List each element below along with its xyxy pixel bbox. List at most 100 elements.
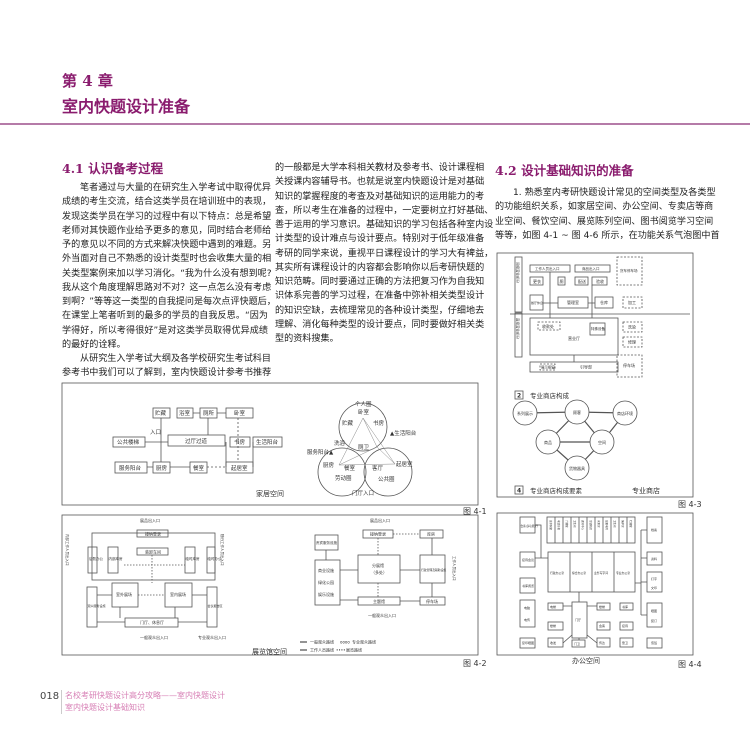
fig3-label: 配送 [578,278,586,284]
fig3-bubble: 货物器具 [569,465,585,471]
header-rule [0,123,750,125]
fig1-label: 书房 [234,438,246,446]
fig1-label: 起居室 [231,464,248,472]
fig2-label: 随行工作人员出入口 [220,534,225,566]
fig4-label: 锅炉房 [621,520,625,528]
body-text-line: 关授课内容辅导书。也就是说室内快题设计是对基础 [275,177,485,188]
fig1-label: 公共楼梯 [117,438,140,446]
fig1-label: 卧室 [234,409,246,417]
fig1-bubble-label: 餐室 [344,464,356,472]
legend-pro: 专业观众路线 [352,639,376,645]
fig4-label: 卫生间 [573,520,577,528]
fig1-label: 生活阳台 [256,438,279,446]
fig2-label: 接纳登录 [145,531,161,537]
figure-4-2-frame [61,514,479,656]
fig4-label: 电传 [524,617,530,622]
fig3-label: 工作人员出入口 [535,266,560,271]
fig3-sub-label: 专业商店构成要素 [530,486,583,495]
body-text-line: 老师对其快题作业给予更多的意见，同时结合老师给 [62,225,272,236]
figure-caption-4-1: 图 4-1 [463,507,487,516]
fig3-label: 货车停车场 [620,268,638,273]
body-text-line: 发现这类学员在学习的过程中有以下特点：总是希望 [62,211,272,222]
legend-pro-marker: oooo [340,640,350,645]
fig4-label: 贮藏室 [629,520,633,528]
fig3-label: 特殊设备 [591,326,605,331]
body-text-line: 学得好，所以考得很好”是对这类学员取得优异成绩 [62,325,268,336]
fig4-label: 晒图 [651,608,657,613]
fig3-label: 引导部 [580,364,592,370]
fig2-label: 绿化公园 [318,579,334,585]
fig4-label: 打字 [651,576,657,581]
fig4-label: 装订 [651,618,657,623]
fig4-label: 值班 [651,640,657,645]
fig3-label: 展示橱窗 [541,365,555,370]
fig4-label: 技术科室 [549,520,553,531]
figure-caption-4-2: 图 4-2 [463,659,487,668]
fig2-label: 装卸车间 [145,549,161,555]
fig4-label: 复印晒图 [522,640,534,645]
fig4-label: 电话总机 [557,520,561,531]
fig2-label: 临时库房 [186,556,200,561]
fig3-label: 洗染 [628,324,636,330]
fig2-label: 门厅、休息厅 [140,619,164,625]
fig3-bubble: 商店环境 [617,410,633,416]
fig4-label: 电脑 [524,605,530,610]
figure-4-1-frame [61,382,479,506]
body-column-2: 的一般都是大学本科相关教材及参考书、设计课程相关授课内容辅导书。也就是说室内快题… [275,161,494,346]
fig3-label: 餐厅休息 [531,300,543,305]
fig2-label: 工作人员出入口 [452,556,457,581]
fig4-label: 门厅 [575,617,581,622]
fig3-label: 验收 [596,278,604,284]
fig2-label: 内部工作人员出入口 [65,534,70,566]
body-text-line: 笔者通过与大量的在研究生入学考试中取得优异 [80,183,271,193]
fig4-label: 资料 [651,556,657,561]
fig2-label: 停车场 [426,598,438,604]
fig4-label: 警卫 [622,640,628,645]
fig2-label: 会议报告区 [208,603,223,608]
fig3-label: 间接营业部分 [516,262,521,283]
fig2-label: 观众服务设施 [88,603,106,608]
fig1-bubble-label: 书房 [373,419,385,427]
fig3-sub-label: 专业商店构成 [530,391,570,400]
fig1-label: 浴室 [179,409,191,417]
body-text-line: 外当面对自己不熟悉的设计类型时也会收集大量的相 [62,254,272,265]
fig4-label: 楼梯 [550,623,556,628]
fig3-label: 更衣 [533,278,541,284]
fig2-label: 展品出入口 [370,517,390,523]
figure-4-4-frame [496,512,694,656]
fig4-label: 楼梯 [599,604,605,609]
section-heading-4-2: 4.2 设计基础知识的准备 [495,163,634,178]
fig4-label: 通讯中心 [581,520,585,531]
fig2-label: 娱乐设施 [318,591,334,597]
body-text-line: 的一般都是大学本科相关教材及参考书、设计课程相 [275,163,485,173]
footer-chapter-title: 室内快题设计基础知识 [65,703,145,712]
fig4-label: 档案 [651,527,657,532]
section-heading-4-1: 4.1 认识备考过程 [62,161,164,176]
body-column-3: 1. 熟悉室内考研快题设计常见的空间类型及各类型的功能组织关系，如家居空间、办公… [495,186,720,243]
body-text-line: 1. 熟悉室内考研快题设计常见的空间类型及各类型 [513,188,716,198]
fig4-label: 行政办公室 [550,571,564,575]
fig1-bubble-label: 门厅入口 [352,489,374,497]
body-text-line: 理解、消化每种类型的设计要点，同时要做好相关类 [275,319,485,330]
fig3-title: 专业商店 [632,486,660,495]
body-text-line: 型的资料搜集。 [275,334,339,344]
fig1-bubble-label: ▲生活阳台 [390,429,417,437]
fig2-label: 库房 [427,531,435,537]
fig3-sub-number: 2 [517,393,521,400]
fig4-label: 卫生间 [613,520,617,528]
fig2-label: 贵宾服务设施 [316,540,337,545]
body-text-line: 识体系完善的学习过程，在准备中弥补相关类型设计 [275,291,485,302]
fig1-bubble-label: 厨房 [323,461,335,469]
footer-divider [61,690,62,714]
fig3-label: 仓库 [600,299,608,305]
fig4-label: 广播室 [565,520,569,528]
fig3-label: 商品出入口 [582,266,600,271]
fig4-label: 水泵房 [597,520,601,528]
fig4-label: 接待 [622,623,628,628]
fig3-bubble: 系列展示 [517,410,533,416]
fig1-title: 家居空间 [256,489,284,498]
body-text-line: 考研的同学来说，重视平日课程设计的学习大有裨益， [275,248,494,259]
fig1-bubble-label: 厕卫 [358,444,370,451]
fig1-label: 贮藏 [155,409,167,417]
